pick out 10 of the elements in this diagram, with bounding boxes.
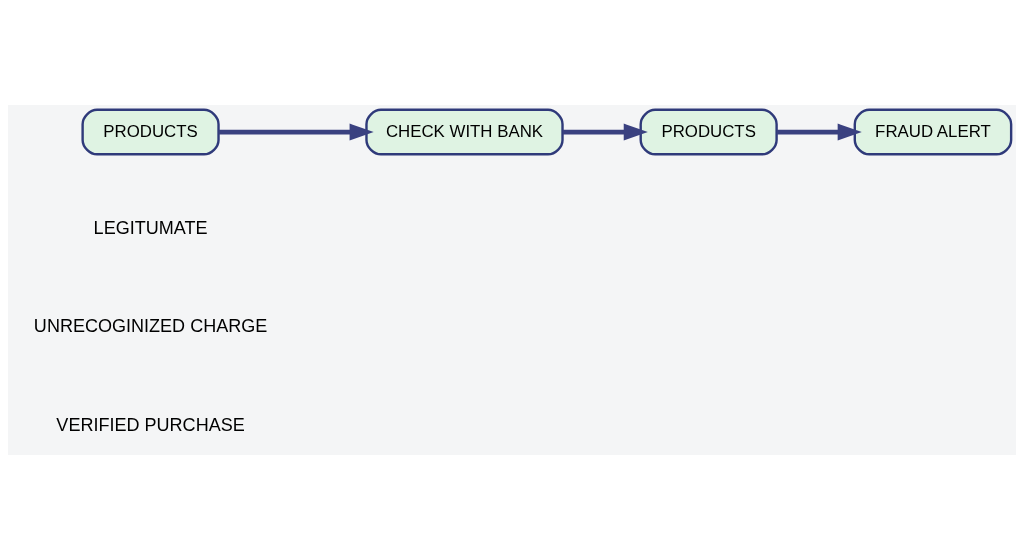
node-box: FRAUD ALERT: [853, 108, 1013, 155]
node-box: PRODUCTS: [639, 108, 778, 155]
node-box: PRODUCTS: [81, 108, 220, 155]
arrow: [776, 123, 862, 140]
arrow: [562, 123, 648, 140]
label: UNRECOGINIZED CHARGE: [33, 315, 268, 336]
arrow: [218, 123, 374, 140]
node-box: CHECK WITH BANK: [365, 108, 564, 155]
label: LEGITUMATE: [93, 217, 208, 238]
label: VERIFIED PURCHASE: [56, 414, 245, 435]
